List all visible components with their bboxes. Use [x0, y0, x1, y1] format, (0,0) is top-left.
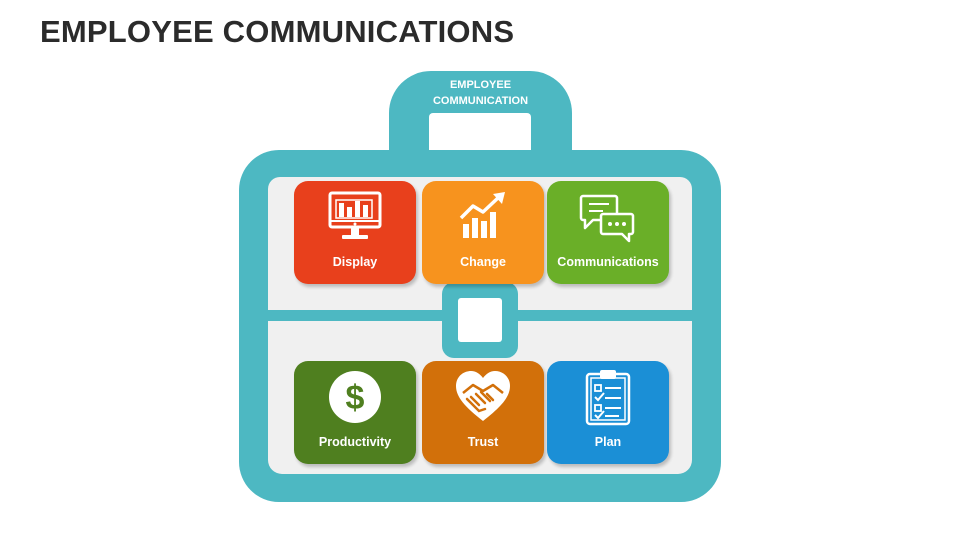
tile-plan[interactable]: Plan — [547, 361, 669, 464]
tile-display[interactable]: Display — [294, 181, 416, 284]
briefcase-clasp — [442, 282, 518, 358]
page-title: EMPLOYEE COMMUNICATIONS — [40, 14, 515, 49]
tile-productivity[interactable]: $ Productivity — [294, 361, 416, 464]
tile-label: Productivity — [318, 435, 392, 449]
tile-change[interactable]: Change — [422, 181, 544, 284]
handshake-heart-icon — [453, 369, 513, 430]
tile-label: Change — [460, 255, 506, 269]
growth-chart-icon — [455, 190, 511, 249]
handle-label-line2: COMMUNICATION — [432, 95, 529, 107]
clipboard-checklist-icon — [583, 368, 633, 431]
tile-label: Plan — [594, 435, 622, 449]
clasp-opening — [458, 298, 502, 342]
monitor-chart-icon — [327, 190, 383, 249]
handle-label-line1: EMPLOYEE — [449, 79, 512, 91]
svg-text:$: $ — [346, 379, 365, 417]
tile-label: Trust — [467, 435, 499, 449]
tile-trust[interactable]: Trust — [422, 361, 544, 464]
handle-label: EMPLOYEE COMMUNICATION — [389, 77, 572, 109]
tile-communications[interactable]: Communications — [547, 181, 669, 284]
handle-opening — [429, 113, 531, 157]
tile-label: Display — [332, 255, 378, 269]
chat-bubbles-icon — [579, 190, 637, 249]
tile-label: Communications — [557, 255, 659, 269]
dollar-coin-icon: $ — [327, 369, 383, 430]
